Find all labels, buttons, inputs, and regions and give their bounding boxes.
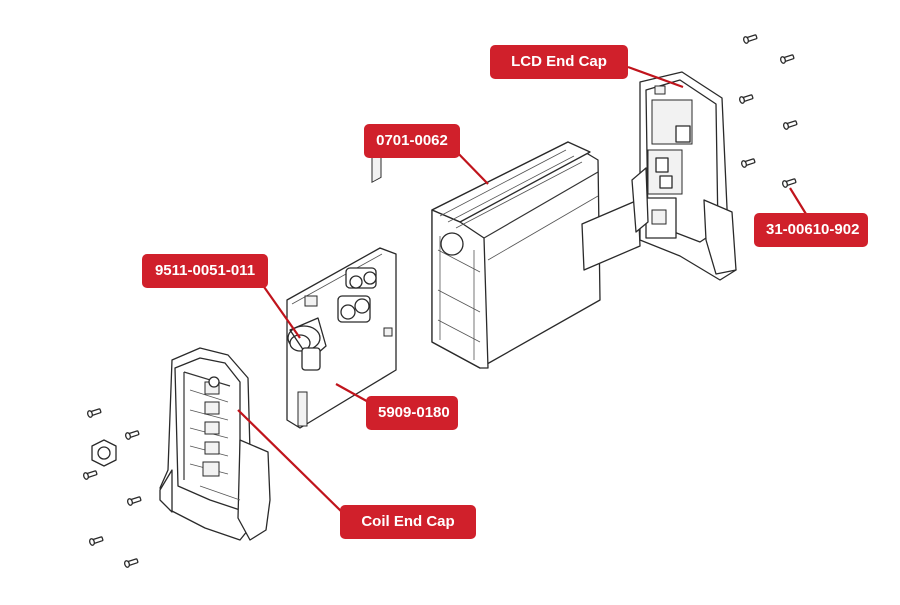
screw-icon xyxy=(126,494,143,507)
screw-icon xyxy=(86,406,103,419)
callout-5909-0180: 5909-0180 xyxy=(366,396,458,430)
callout-coil-end-cap: Coil End Cap xyxy=(340,505,476,539)
screw-icon xyxy=(740,156,757,169)
screw-icon xyxy=(88,534,105,547)
screw-icon xyxy=(742,32,759,45)
right-screw-group xyxy=(738,32,799,189)
screw-icon xyxy=(82,468,99,481)
leader-lines xyxy=(237,65,807,517)
lcd-end-cap-housing xyxy=(631,71,737,281)
hex-nut xyxy=(91,439,117,467)
leader-lcd-end-cap xyxy=(627,65,684,89)
screw-icon xyxy=(123,556,140,569)
left-screw-group xyxy=(82,406,143,569)
circuit-board xyxy=(286,138,397,429)
leader-coil-end-cap xyxy=(237,409,347,517)
screw-icon xyxy=(781,176,798,189)
leader-9511-0051-011 xyxy=(261,283,301,339)
callout-0701-0062: 0701-0062 xyxy=(364,124,460,158)
callout-9511-0051-011: 9511-0051-011 xyxy=(142,254,268,288)
coil-end-cap-housing xyxy=(159,347,271,541)
ribbon-cable xyxy=(581,199,641,271)
enclosure-extrusion xyxy=(431,141,601,369)
callout-31-00610-902: 31-00610-902 xyxy=(754,213,868,247)
screw-icon xyxy=(124,428,141,441)
callout-lcd-end-cap: LCD End Cap xyxy=(490,45,628,79)
screw-icon xyxy=(779,52,796,65)
leader-31-00610-902 xyxy=(789,187,807,215)
screw-icon xyxy=(782,118,799,131)
screw-icon xyxy=(738,92,755,105)
